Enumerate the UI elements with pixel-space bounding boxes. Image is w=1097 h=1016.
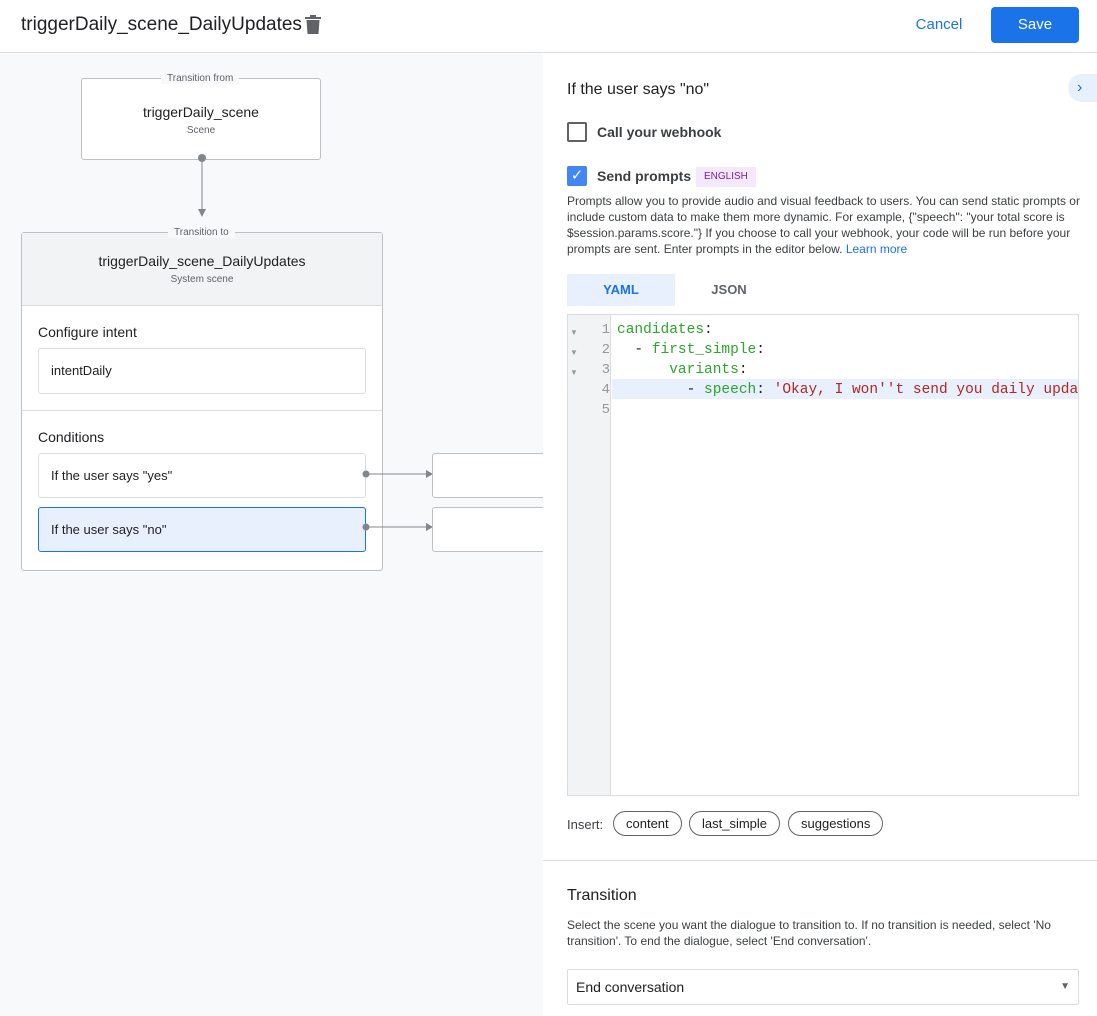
code-content: candidates: - first_simple: variants: - … (617, 322, 1078, 398)
intent-item[interactable]: intentDaily (38, 348, 366, 394)
transition-to-node: triggerDaily_scene_DailyUpdates System s… (21, 232, 383, 571)
transition-to-label: Transition to (168, 227, 235, 238)
panel-heading: If the user says "no" (567, 81, 710, 98)
dropdown-arrow-icon: ▼ (1060, 981, 1070, 992)
tab-json[interactable]: JSON (711, 282, 747, 297)
learn-more-link[interactable]: Learn more (845, 242, 908, 256)
language-badge: ENGLISH (696, 167, 756, 187)
condition-connectors (362, 470, 433, 531)
conditions-heading: Conditions (38, 429, 105, 445)
from-scene-type: Scene (186, 125, 216, 136)
transition-from-label: Transition from (161, 73, 240, 84)
scene-canvas: triggerDaily_scene Scene Transition from… (0, 54, 543, 1016)
webhook-checkbox[interactable] (567, 122, 587, 142)
transition-from-node[interactable]: triggerDaily_scene Scene (81, 78, 321, 160)
header: triggerDaily_scene_DailyUpdates Cancel S… (0, 0, 1097, 53)
chevron-right-icon[interactable]: › (1068, 74, 1097, 102)
to-scene-name: triggerDaily_scene_DailyUpdates (98, 253, 306, 269)
no-target-node[interactable] (432, 507, 543, 552)
yes-target-node[interactable] (432, 453, 543, 498)
insert-chip-suggestions[interactable]: suggestions (788, 811, 884, 836)
description-text: Prompts allow you to provide audio and v… (567, 194, 1080, 256)
send-prompts-checkbox[interactable]: ✓ (567, 166, 587, 186)
save-button[interactable]: Save (991, 7, 1079, 43)
webhook-label: Call your webhook (597, 124, 722, 140)
condition-no[interactable]: If the user says "no" (38, 507, 366, 552)
send-prompts-label: Send prompts (597, 168, 692, 184)
transition-select[interactable]: End conversation ▼ (567, 969, 1079, 1005)
connector-arrow (198, 154, 206, 217)
page-title: triggerDaily_scene_DailyUpdates (21, 14, 302, 35)
transition-value: End conversation (576, 979, 685, 995)
insert-chip-last-simple[interactable]: last_simple (689, 811, 781, 836)
intent-heading: Configure intent (38, 324, 137, 340)
trash-icon[interactable] (305, 15, 321, 34)
fold-icons[interactable]: ▼▼▼ (570, 328, 578, 377)
condition-yes[interactable]: If the user says "yes" (38, 453, 366, 498)
to-scene-type: System scene (170, 274, 234, 285)
insert-chip-content[interactable]: content (613, 811, 682, 836)
from-scene-name: triggerDaily_scene (143, 104, 259, 120)
transition-description: Select the scene you want the dialogue t… (567, 918, 1051, 948)
cancel-button[interactable]: Cancel (915, 16, 963, 33)
insert-label: Insert: (567, 817, 604, 832)
condition-panel: › If the user says "no" Call your webhoo… (543, 54, 1097, 1016)
transition-heading: Transition (567, 887, 637, 904)
prompts-description: Prompts allow you to provide audio and v… (567, 193, 1082, 257)
tab-yaml[interactable]: YAML (567, 274, 675, 306)
